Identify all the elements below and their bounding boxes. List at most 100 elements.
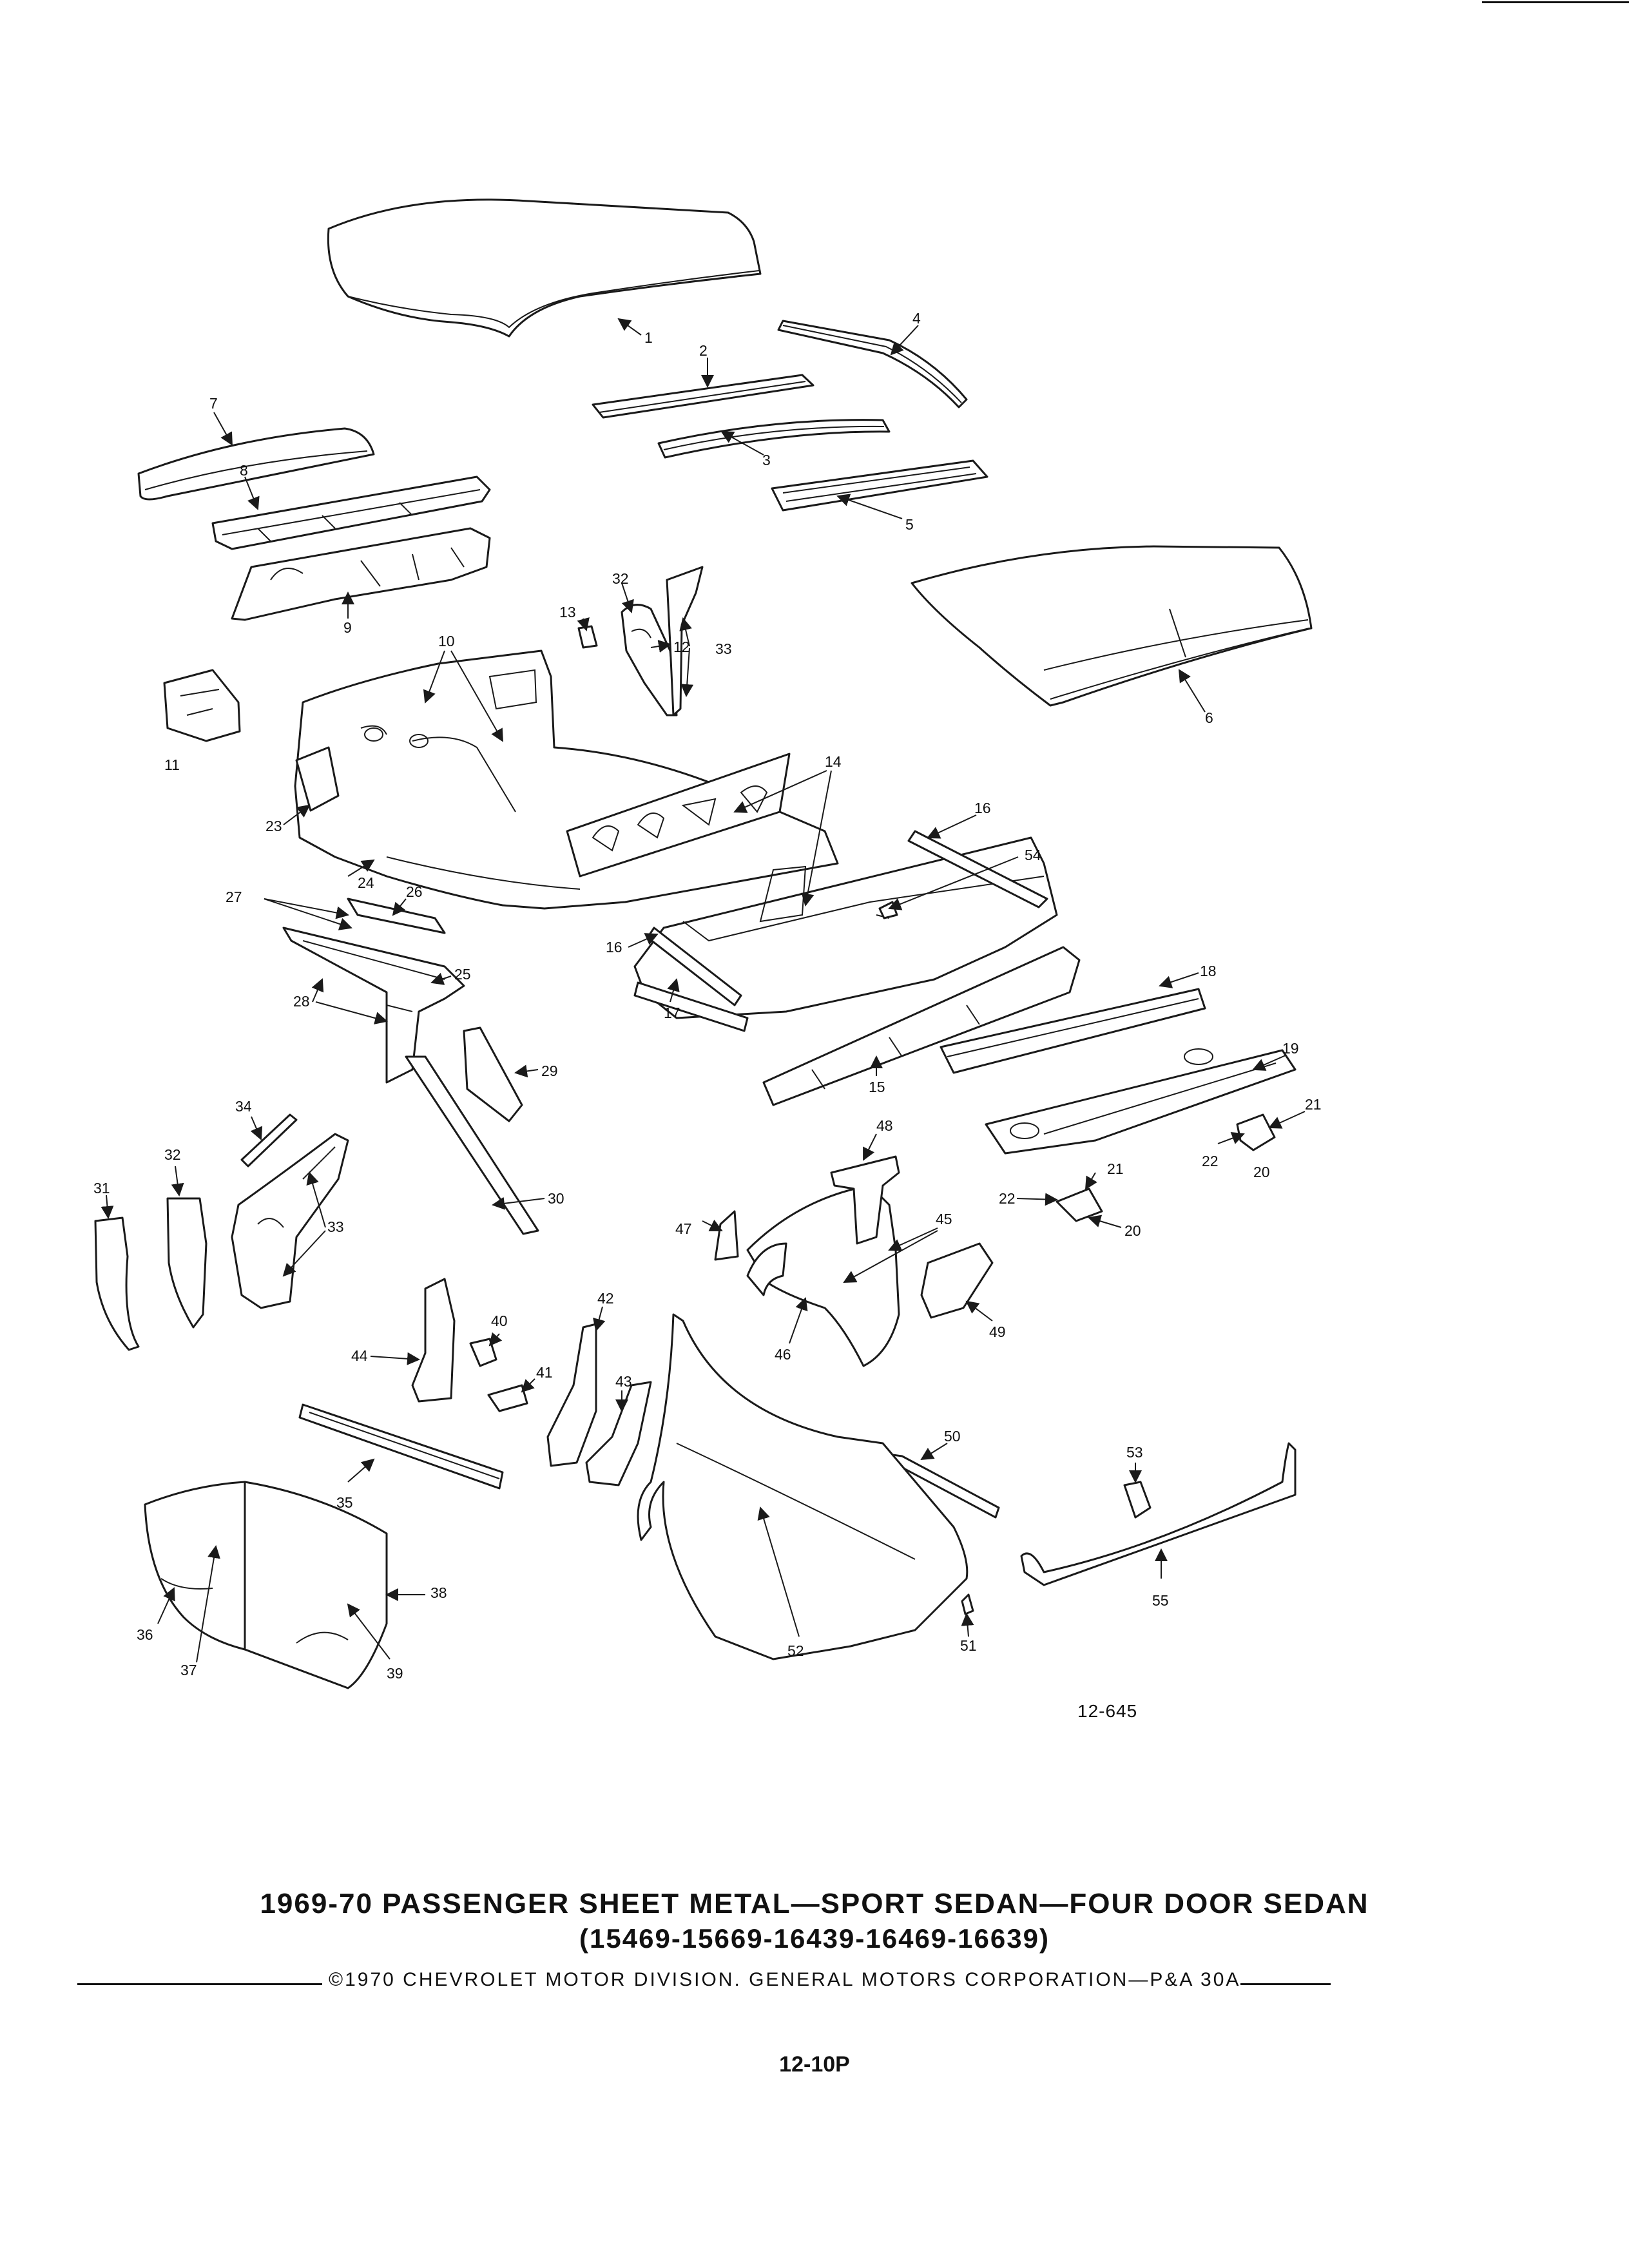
callout-16b: 16 [606,939,622,956]
rule-left [77,1983,322,1985]
callout-22a: 22 [1202,1153,1219,1169]
part-front-door-outer-36-37 [144,1481,246,1651]
callout-leaders [101,318,1306,1663]
part-instrument-panel-top [137,427,375,501]
callout-34: 34 [235,1098,252,1115]
callout-20b: 20 [1124,1222,1141,1239]
part-back-window-panel [771,459,988,512]
copyright-text: ©1970 CHEVROLET MOTOR DIVISION. GENERAL … [329,1969,1241,1990]
part-clip-51 [961,1593,974,1615]
part-bracket-41 [487,1384,528,1412]
document-title: 1969-70 PASSENGER SHEET METAL—SPORT SEDA… [260,1888,1369,1919]
part-rear-compartment-pan [985,1048,1296,1155]
part-rear-roof-rail [777,320,968,408]
callout-24: 24 [358,874,374,891]
callout-9: 9 [343,619,352,636]
part-rocker-inner-panel [405,1055,539,1235]
part-bracket-48 [830,1155,900,1245]
callout-2: 2 [699,342,708,359]
part-lock-pillar-31 [94,1216,140,1351]
callout-31: 31 [93,1180,110,1196]
part-center-pillar-assembly [621,566,704,716]
callout-52: 52 [787,1642,804,1659]
callout-37: 37 [180,1662,197,1678]
callout-4: 4 [912,310,921,327]
part-rear-door-outer-38-39 [244,1481,388,1689]
callout-44: 44 [351,1347,368,1364]
part-lock-pillar-32 [166,1197,207,1329]
model-numbers: (15469-15669-16439-16469-16639) [579,1923,1050,1954]
part-dash-panel [231,527,491,621]
part-quarter-inner-33 [231,1133,349,1309]
callout-23: 23 [265,818,282,834]
callout-12: 12 [673,639,690,655]
callout-17: 17 [664,1004,680,1021]
callout-32a: 32 [164,1146,181,1163]
callout-48: 48 [876,1117,893,1134]
callout-41: 41 [536,1364,553,1381]
callout-32b: 32 [612,570,629,587]
callout-30: 30 [548,1190,564,1207]
part-bracket-53 [1123,1481,1152,1519]
callout-22b: 22 [999,1190,1016,1207]
callout-13: 13 [559,604,576,620]
callout-33a: 33 [327,1218,344,1235]
part-rear-rail-upper [907,830,1048,908]
callout-21b: 21 [1107,1160,1124,1177]
callout-26: 26 [406,883,423,900]
callout-43: 43 [615,1373,632,1390]
part-pillar-44 [411,1278,456,1403]
part-front-floor-extension [347,898,446,934]
part-floor-side-panel [295,746,340,812]
callout-10: 10 [438,633,455,649]
part-bracket-lower-20-22 [1055,1187,1103,1222]
part-rocker-extension [633,981,749,1032]
rule-right [1240,1983,1331,1985]
callout-33b: 33 [715,640,732,657]
callout-53: 53 [1126,1444,1143,1461]
figure-reference: 12-645 [1077,1701,1138,1721]
part-roof-bow [657,419,891,459]
part-quarter-extension-42 [546,1323,597,1467]
callout-29: 29 [541,1062,558,1079]
part-quarter-outer-panel-52 [637,1313,969,1660]
part-rear-compartment-pan-front [940,988,1206,1074]
part-rear-crossmember [762,946,1081,1106]
callout-49: 49 [989,1323,1006,1340]
part-quarter-extension-43 [585,1381,652,1486]
callout-1: 1 [644,329,653,346]
part-small-bracket-13 [577,625,598,649]
copyright-line: ©1970 CHEVROLET MOTOR DIVISION. GENERAL … [77,1969,1331,1995]
callout-15: 15 [869,1079,885,1095]
page-number: 12-10P [779,2052,850,2077]
callout-11: 11 [164,756,180,773]
callout-21a: 21 [1305,1096,1322,1113]
callout-7: 7 [209,395,218,412]
part-roof-panel [327,198,762,338]
callout-35: 35 [336,1494,353,1511]
callout-38: 38 [430,1584,447,1601]
part-bracket-47 [714,1210,739,1261]
part-window-channel-34 [240,1113,298,1168]
callout-18: 18 [1200,963,1217,979]
callout-19: 19 [1282,1040,1299,1057]
callout-14: 14 [825,753,842,770]
callout-54: 54 [1025,847,1041,863]
callout-55: 55 [1152,1592,1169,1609]
corner-rule [1482,1,1629,3]
part-deck-lid [911,545,1313,707]
part-cowl-vent-panel [211,476,491,550]
part-bracket-upper-20-22 [1236,1113,1276,1151]
callout-5: 5 [905,516,914,533]
callout-6: 6 [1205,709,1213,726]
part-hinge-pillar-reinforcement [463,1026,523,1122]
part-front-floor-pan [294,649,839,910]
callout-20a: 20 [1253,1164,1270,1180]
callout-numbers: 1 2 3 4 5 6 7 8 9 10 11 12 13 14 15 16 1… [93,310,1322,1682]
callout-45: 45 [936,1211,952,1227]
part-rear-seat-back-panel [566,753,791,878]
part-cowl-side-bracket [163,669,241,742]
callout-25: 25 [454,966,471,983]
